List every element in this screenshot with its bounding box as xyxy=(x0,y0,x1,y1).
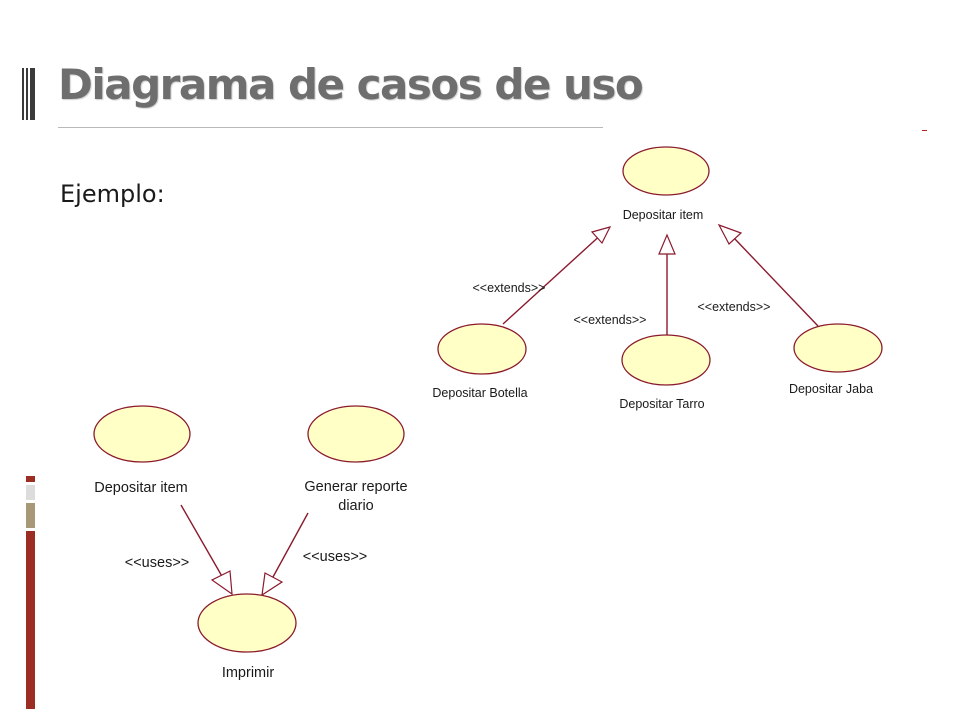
relation-label: <<uses>> xyxy=(125,555,190,571)
use-case-depositar-item xyxy=(622,146,710,196)
left-stripe-red-top xyxy=(26,476,35,482)
extends-diagram: Depositar item Depositar Botella Deposit… xyxy=(432,146,883,411)
generalization-arrowhead xyxy=(717,223,743,245)
left-stripe-red xyxy=(26,531,35,709)
use-case-label-line2: diario xyxy=(338,498,373,514)
relation-label: <<extends>> xyxy=(574,313,647,327)
use-case-label: Depositar Jaba xyxy=(789,382,873,396)
generalization-arrowhead xyxy=(590,226,612,245)
use-case-generar-reporte xyxy=(307,405,405,463)
use-case-depositar-jaba xyxy=(793,323,883,373)
use-case-depositar-botella xyxy=(437,323,527,375)
use-case-depositar-tarro xyxy=(621,334,711,386)
use-case-label: Depositar Botella xyxy=(432,386,527,400)
relation-line xyxy=(272,512,309,578)
relation-label: <<extends>> xyxy=(698,300,771,314)
generalization-arrowhead xyxy=(261,572,284,597)
use-case-label: Depositar item xyxy=(623,208,704,222)
left-stripe-light xyxy=(26,485,35,500)
uses-diagram: Depositar item Generar reporte diario Im… xyxy=(93,405,408,681)
corner-mark xyxy=(922,130,927,131)
relation-line xyxy=(502,231,605,325)
relation-line xyxy=(733,237,819,327)
use-case-label: Depositar item xyxy=(94,480,187,496)
use-case-imprimir xyxy=(197,593,297,653)
generalization-arrowhead xyxy=(210,570,233,596)
slide-title: Diagrama de casos de uso xyxy=(58,60,644,109)
relation-line xyxy=(180,504,224,579)
use-case-depositar-item xyxy=(93,405,191,463)
left-stripe-tan xyxy=(26,503,35,528)
use-case-label: Depositar Tarro xyxy=(619,397,704,411)
relation-label: <<extends>> xyxy=(473,281,546,295)
use-case-label-line1: Generar reporte xyxy=(304,479,407,495)
title-accent-bars xyxy=(22,68,36,120)
use-case-label: Imprimir xyxy=(222,665,275,681)
title-underline xyxy=(58,127,603,128)
generalization-arrowhead xyxy=(658,233,676,255)
relation-label: <<uses>> xyxy=(303,549,368,565)
slide-subtitle: Ejemplo: xyxy=(60,180,165,208)
